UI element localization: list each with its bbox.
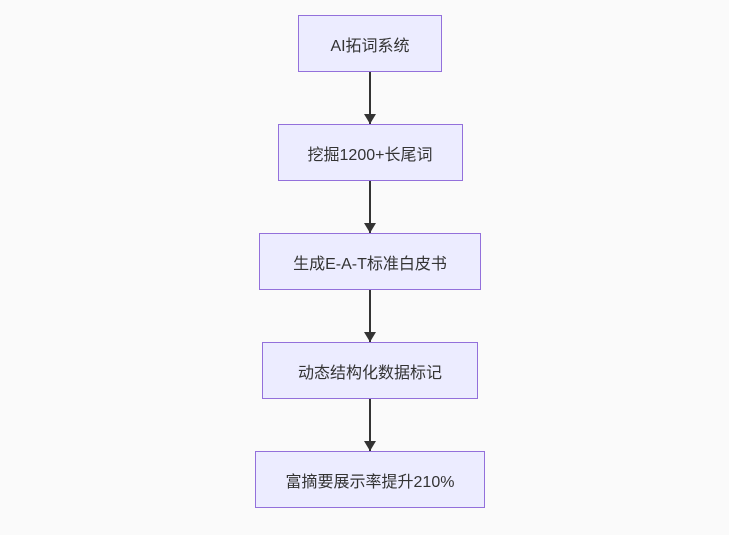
- arrow-down-icon: [364, 332, 376, 342]
- arrow-connector: [364, 290, 376, 342]
- flow-node-mine-longtail-keywords: 挖掘1200+长尾词: [277, 124, 463, 181]
- arrow-down-icon: [364, 223, 376, 233]
- flow-node-generate-eat-whitepaper: 生成E-A-T标准白皮书: [259, 233, 481, 290]
- arrow-down-icon: [364, 114, 376, 124]
- flow-node-label: AI拓词系统: [330, 37, 410, 55]
- arrow-line: [369, 72, 371, 124]
- arrow-connector: [364, 72, 376, 124]
- arrow-line: [369, 181, 371, 233]
- arrow-line: [369, 290, 371, 342]
- flow-node-rich-snippet-rate-increase: 富摘要展示率提升210%: [255, 451, 485, 508]
- flow-node-ai-word-expansion-system: AI拓词系统: [298, 15, 442, 72]
- flow-node-label: 挖掘1200+长尾词: [307, 146, 433, 164]
- flow-node-label: 富摘要展示率提升210%: [285, 473, 455, 491]
- flowchart: AI拓词系统 挖掘1200+长尾词 生成E-A-T标准白皮书 动态结构化数据标记…: [255, 15, 485, 508]
- arrow-connector: [364, 181, 376, 233]
- arrow-down-icon: [364, 441, 376, 451]
- arrow-connector: [364, 399, 376, 451]
- arrow-line: [369, 399, 371, 451]
- flow-node-label: 生成E-A-T标准白皮书: [293, 255, 447, 273]
- flow-node-label: 动态结构化数据标记: [297, 364, 442, 382]
- flow-node-dynamic-structured-data: 动态结构化数据标记: [262, 342, 478, 399]
